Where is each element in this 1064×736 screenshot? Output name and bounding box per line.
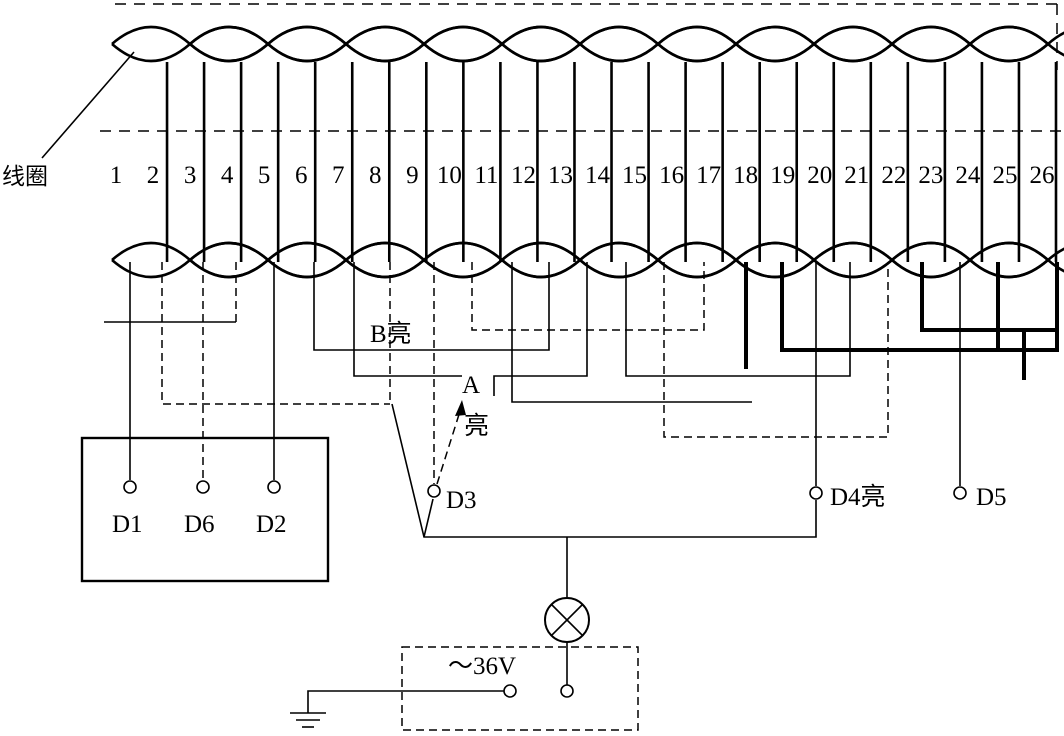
slot-number: 21 [844, 162, 869, 189]
slot-conductors [165, 62, 1058, 262]
lead-wires [104, 262, 1059, 486]
terminal-d2-label: D2 [256, 511, 287, 538]
slot-number: 15 [622, 162, 647, 189]
coil-end-wave [969, 31, 1064, 63]
slot-number: 9 [406, 162, 419, 189]
slot-number: 17 [696, 162, 721, 189]
slot-number: 11 [474, 162, 498, 189]
terminal-d6-label: D6 [184, 511, 215, 538]
slot-number: 24 [955, 162, 981, 189]
slot-number: 26 [1030, 162, 1055, 189]
ground-lead [307, 690, 504, 713]
slot-number: 8 [369, 162, 382, 189]
slot-number: 10 [437, 162, 462, 189]
slot-number: 2 [147, 162, 160, 189]
slot-number: 13 [548, 162, 573, 189]
slot-number: 20 [807, 162, 832, 189]
terminal-d4-label: D4亮 [830, 483, 886, 511]
stator-frame-dashed [100, 3, 1064, 132]
terminals [123, 480, 967, 500]
coil-end-waves-top [111, 25, 1064, 63]
test-leads [391, 400, 817, 597]
slot-number: 19 [770, 162, 795, 189]
coil-leader-line [41, 51, 135, 159]
slot-number: 3 [184, 162, 197, 189]
slot-number: 1 [110, 162, 123, 189]
slot-number: 6 [295, 162, 308, 189]
terminal-d3-label: D3 [446, 487, 477, 514]
terminal-d1-label: D1 [112, 511, 143, 538]
indicator-b-label: B亮 [370, 320, 412, 348]
slot-number: 5 [258, 162, 271, 189]
terminal-d5-label: D5 [976, 484, 1007, 511]
coil-end-wave [969, 247, 1064, 279]
terminal-d1 [123, 480, 137, 494]
slot-number: 7 [332, 162, 345, 189]
supply-terminal-right [560, 684, 574, 698]
slot-number: 12 [511, 162, 536, 189]
slot-number: 18 [733, 162, 758, 189]
slot-number: 16 [659, 162, 684, 189]
slot-number: 22 [881, 162, 906, 189]
terminal-box [80, 436, 330, 583]
indicator-a-state: 亮 [464, 412, 489, 440]
slot-number: 25 [992, 162, 1017, 189]
terminal-d4 [809, 486, 823, 500]
supply-label: ～36V [448, 653, 516, 680]
slot-number: 14 [585, 162, 611, 189]
indicator-a-label: A [462, 372, 480, 399]
slot-number: 23 [918, 162, 943, 189]
coil-label: 线圈 [2, 164, 48, 190]
terminal-d2 [267, 480, 281, 494]
probe-arrow-icon [455, 400, 466, 416]
slot-number: 4 [221, 162, 234, 189]
supply-box [401, 646, 639, 731]
lamp-icon [544, 597, 590, 643]
terminal-d6 [196, 480, 210, 494]
ground-icon [290, 712, 326, 728]
terminal-d3 [427, 484, 441, 498]
coil-end-waves-bottom [111, 241, 1064, 279]
terminal-d5 [953, 486, 967, 500]
supply-terminal-left [503, 684, 517, 698]
